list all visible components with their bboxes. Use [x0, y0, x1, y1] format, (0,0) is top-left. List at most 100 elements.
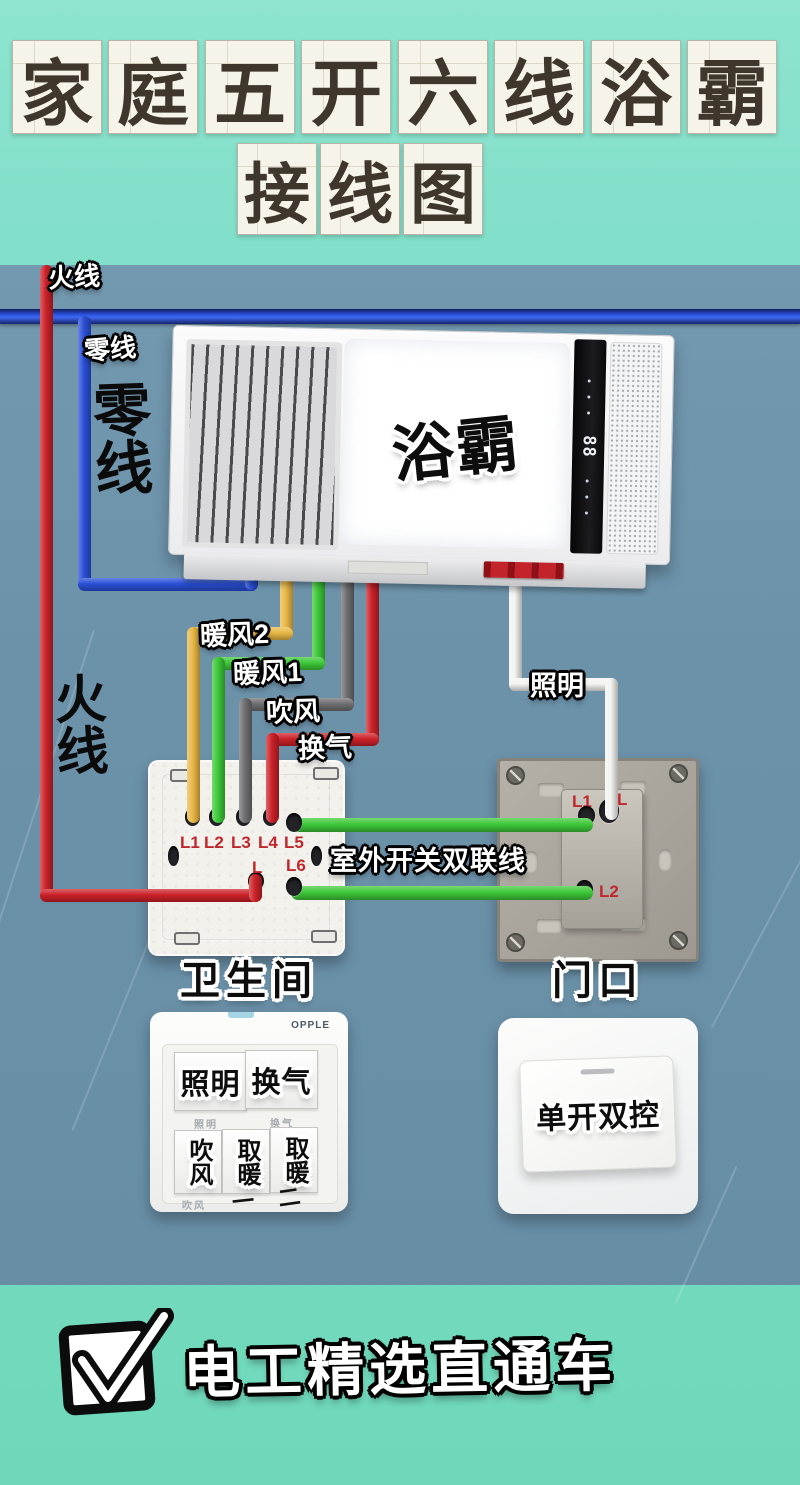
bath-switch-panel	[148, 760, 345, 956]
mount-cutout	[536, 919, 562, 933]
terminal-label-l: L	[617, 790, 628, 809]
terminal-label-l3: L3	[231, 833, 251, 852]
button-heat2-label: 取暖	[281, 1136, 308, 1184]
terminal-label-l: L	[252, 858, 263, 877]
heat2-mark: 二	[276, 1183, 302, 1212]
neutral-side-label: 零线	[82, 378, 153, 498]
vent-wire	[266, 733, 279, 823]
live-wire-tag: 火线	[47, 260, 101, 294]
warm1-tag: 暖风1	[232, 656, 303, 690]
door-switch-panel	[497, 758, 699, 962]
terminal-label-l5: L5	[284, 833, 304, 852]
button-vent-label: 换气	[251, 1066, 312, 1099]
warm1-wire	[212, 657, 225, 823]
title-card: 霸	[687, 40, 777, 135]
terminal-label-l4: L4	[258, 833, 278, 852]
mount-cutout	[524, 851, 538, 873]
brand-logo: OPPLE	[291, 1020, 330, 1031]
neutral-wire-vertical	[78, 316, 91, 590]
neutral-wire-tag: 零线	[82, 331, 138, 367]
vent-wire	[366, 552, 379, 746]
screw-hole	[168, 846, 179, 866]
live-wire-stub	[249, 874, 262, 902]
title-card: 五	[205, 40, 295, 135]
heater-name-label: 浴霸	[388, 409, 524, 491]
light-wire	[605, 678, 618, 820]
terminal-label-l6: L6	[286, 856, 306, 875]
button-heat2: 取暖	[270, 1127, 318, 1193]
mount-slot	[174, 932, 200, 945]
sub-label-light: 照明	[194, 1120, 218, 1131]
button-heat1-label: 取暖	[233, 1137, 260, 1186]
warm2-wire	[187, 627, 293, 640]
terminal-hole-l5	[286, 813, 302, 832]
warm2-wire	[187, 627, 200, 823]
title-card: 图	[403, 143, 483, 235]
screw	[506, 766, 525, 785]
light-tag: 照明	[530, 671, 584, 701]
warm2-tag: 暖风2	[199, 618, 270, 652]
button-heat1: 取暖	[222, 1129, 270, 1194]
heater-display: 88	[570, 339, 607, 554]
screw	[506, 933, 525, 952]
outdoor-link-wire-2	[291, 886, 593, 900]
screw-hole	[311, 846, 322, 866]
blow-tag: 吹风	[265, 696, 321, 728]
checkbox-checked-icon	[58, 1308, 174, 1416]
light-wire	[509, 575, 522, 691]
live-wire-vertical	[40, 265, 53, 902]
heater-display-value: 88	[578, 435, 599, 458]
door-switch-caption: 门口	[552, 959, 644, 1003]
button-blow-label: 吹风	[185, 1138, 212, 1186]
button-blow: 吹风	[174, 1130, 222, 1194]
sub-label-vent: 换气	[270, 1119, 294, 1130]
display-dot	[587, 379, 591, 383]
title-card: 六	[398, 40, 488, 135]
outdoor-link-wire-1	[291, 818, 593, 832]
display-dot	[587, 395, 591, 399]
rocker-switch-plate: 单开双控	[498, 1018, 698, 1214]
display-dot	[585, 495, 589, 499]
vent-wire	[266, 733, 379, 746]
terminal-label-l1: L1	[180, 833, 200, 852]
live-wire-horizontal	[40, 889, 262, 902]
mount-slot	[313, 767, 339, 780]
title-card: 线	[494, 40, 584, 135]
screw	[669, 931, 688, 950]
bath-switch-caption: 卫生间	[180, 959, 318, 1003]
heat1-mark: 一	[230, 1187, 256, 1216]
mount-cutout	[538, 783, 564, 797]
neutral-wire-horizontal	[78, 578, 258, 591]
heater-red-indicator	[483, 561, 564, 580]
title-card: 浴	[591, 40, 681, 135]
rocker-label: 单开双控	[535, 1098, 661, 1137]
mount-cutout	[658, 849, 672, 871]
button-light-label: 照明	[180, 1068, 241, 1101]
title-card: 家	[12, 40, 102, 135]
heater-light-panel: 浴霸	[340, 338, 571, 550]
title-card: 接	[237, 143, 317, 235]
terminal-label-l2: L2	[204, 833, 224, 852]
warm1-wire	[212, 657, 325, 670]
blow-wire	[239, 698, 354, 711]
terminal-hole-l6	[286, 877, 302, 896]
display-dot	[584, 511, 588, 515]
sub-label-blow: 吹风	[182, 1201, 206, 1212]
rocker-indicator	[580, 1068, 615, 1075]
neutral-bus-wire	[0, 309, 800, 324]
button-light: 照明	[174, 1052, 247, 1111]
bath-heater-unit: 浴霸 88	[167, 324, 675, 597]
rocker-button: 单开双控	[519, 1055, 677, 1173]
heater-speaker-grille	[606, 341, 663, 556]
button-vent: 换气	[245, 1050, 318, 1109]
mount-slot	[311, 930, 337, 943]
opple-control-panel: OPPLE 照明 换气 照明 换气 吹风 取暖 取暖 吹风 一 二	[150, 1012, 348, 1215]
display-dot	[585, 479, 589, 483]
blow-wire	[341, 552, 354, 711]
display-dot	[587, 411, 591, 415]
live-side-label: 火线	[45, 671, 107, 777]
title-card: 庭	[108, 40, 198, 135]
footer-slogan: 电工精选直通车	[182, 1334, 618, 1406]
panel-accent	[228, 1012, 254, 1018]
blow-wire	[239, 698, 252, 823]
